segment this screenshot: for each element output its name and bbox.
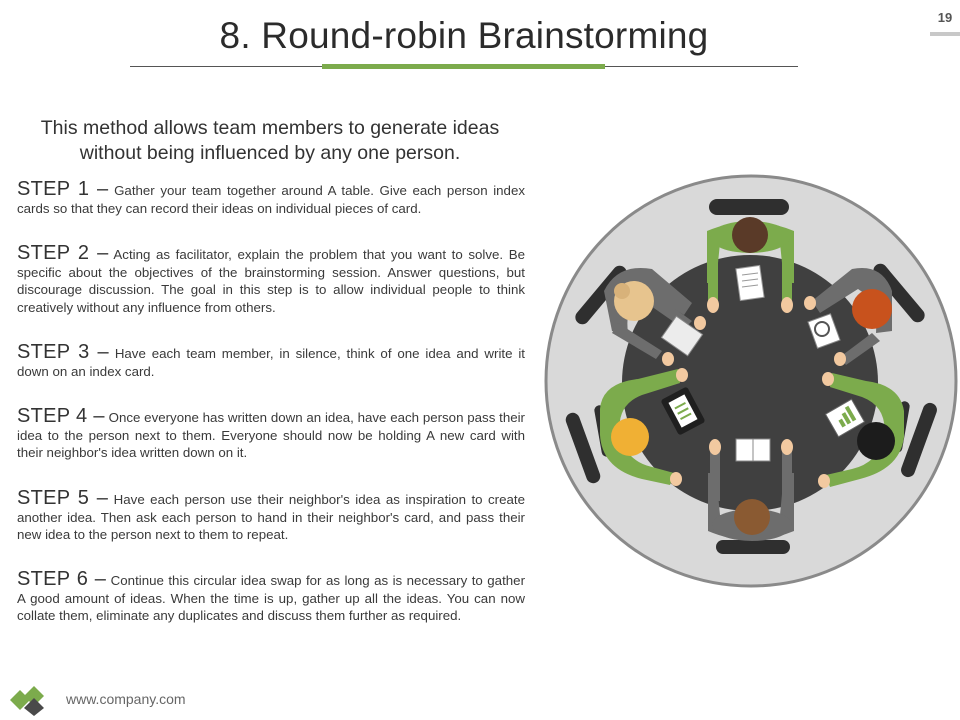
person-lower-left [600,368,705,486]
step-label: STEP 5 – [17,487,109,509]
step-5: STEP 5 – Have each person use their neig… [17,487,525,544]
step-3: STEP 3 – Have each team member, in silen… [17,341,525,380]
intro-text: This method allows team members to gener… [40,117,500,164]
step-label: STEP 6 – [17,568,107,590]
person-bottom [708,438,794,541]
title-accent-bar [322,64,605,69]
step-text: Acting as facilitator, explain the probl… [17,247,525,315]
step-label: STEP 2 – [17,242,109,264]
round-table-meeting-illustration [544,174,958,588]
step-label: STEP 3 – [17,341,109,363]
person-upper-left [604,267,706,366]
person-upper-right [804,267,892,366]
step-text: Have each person use their neighbor's id… [17,492,525,543]
step-text: Continue this circular idea swap for as … [17,573,525,624]
page-number-bar [930,32,960,36]
step-text: Have each team member, in silence, think… [17,346,525,379]
step-label: STEP 1 – [17,178,109,200]
step-4: STEP 4 – Once everyone has written down … [17,405,525,462]
company-logo-icon [10,686,44,716]
step-1: STEP 1 – Gather your team together aroun… [17,178,525,217]
slide-title: 8. Round-robin Brainstorming [219,15,709,56]
footer-url: www.company.com [66,691,186,707]
step-text: Once everyone has written down an idea, … [17,410,525,461]
person-top [707,217,794,313]
step-label: STEP 4 – [17,405,105,427]
step-text: Gather your team together around A table… [17,183,525,216]
person-lower-right [818,372,904,488]
step-6: STEP 6 – Continue this circular idea swa… [17,568,525,625]
step-2: STEP 2 – Acting as facilitator, explain … [17,242,525,316]
page-number: 19 [937,10,953,25]
